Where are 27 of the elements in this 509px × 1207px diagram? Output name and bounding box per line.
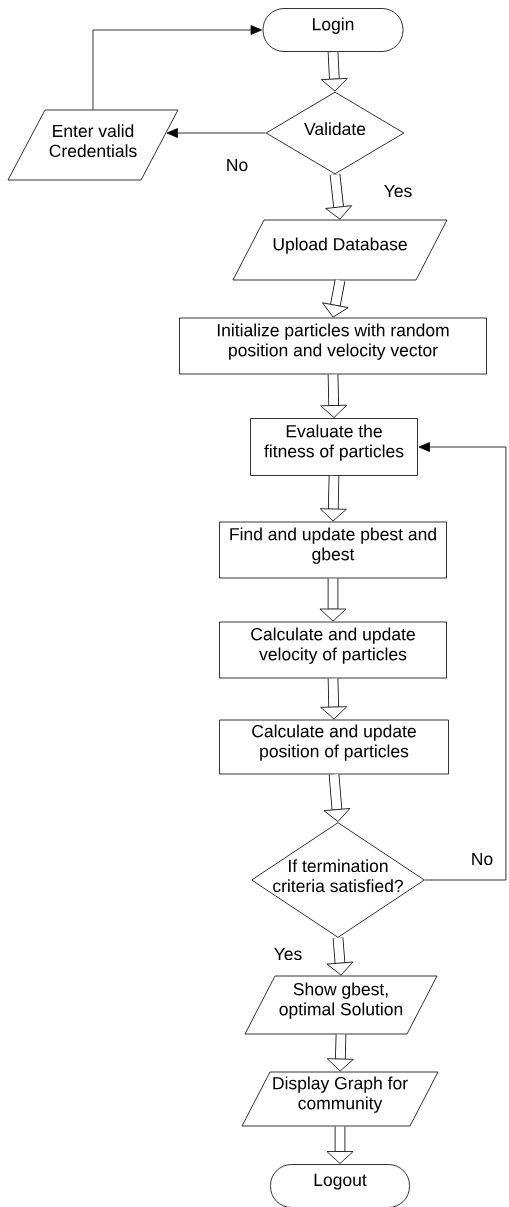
arrow xyxy=(92,25,262,110)
process-box: Initialize particles with random position and velocity vector xyxy=(179,317,487,375)
block-arrow xyxy=(322,279,349,318)
input-output-parallelogram: Upload Database xyxy=(232,219,448,281)
block-arrow xyxy=(326,1126,354,1164)
input-output-parallelogram: Show gbest, optimal Solution xyxy=(244,975,438,1035)
block-arrow xyxy=(325,173,352,220)
block-arrow xyxy=(326,937,354,976)
block-arrow xyxy=(326,1034,354,1072)
edge-label: No xyxy=(469,851,495,867)
block-arrow xyxy=(319,475,347,522)
input-output-parallelogram: Display Graph for community xyxy=(241,1071,439,1127)
block-arrow xyxy=(320,374,348,418)
block-arrow xyxy=(320,678,348,720)
edge-label: No xyxy=(224,157,250,173)
edge-label: Yes xyxy=(382,183,414,199)
input-output-parallelogram: Enter valid Credentials xyxy=(7,109,179,181)
process-box: Calculate and update velocity of particles xyxy=(219,621,447,679)
block-arrow xyxy=(323,773,351,822)
arrow xyxy=(418,442,507,881)
process-box: Calculate and update position of particles xyxy=(219,719,449,775)
block-arrow xyxy=(320,51,348,92)
process-box: Evaluate the fitness of particles xyxy=(250,418,418,476)
arrow xyxy=(166,128,266,138)
edge-label: Yes xyxy=(272,946,304,962)
block-arrow xyxy=(319,578,347,622)
process-box: Find and update pbest and gbest xyxy=(219,521,447,579)
